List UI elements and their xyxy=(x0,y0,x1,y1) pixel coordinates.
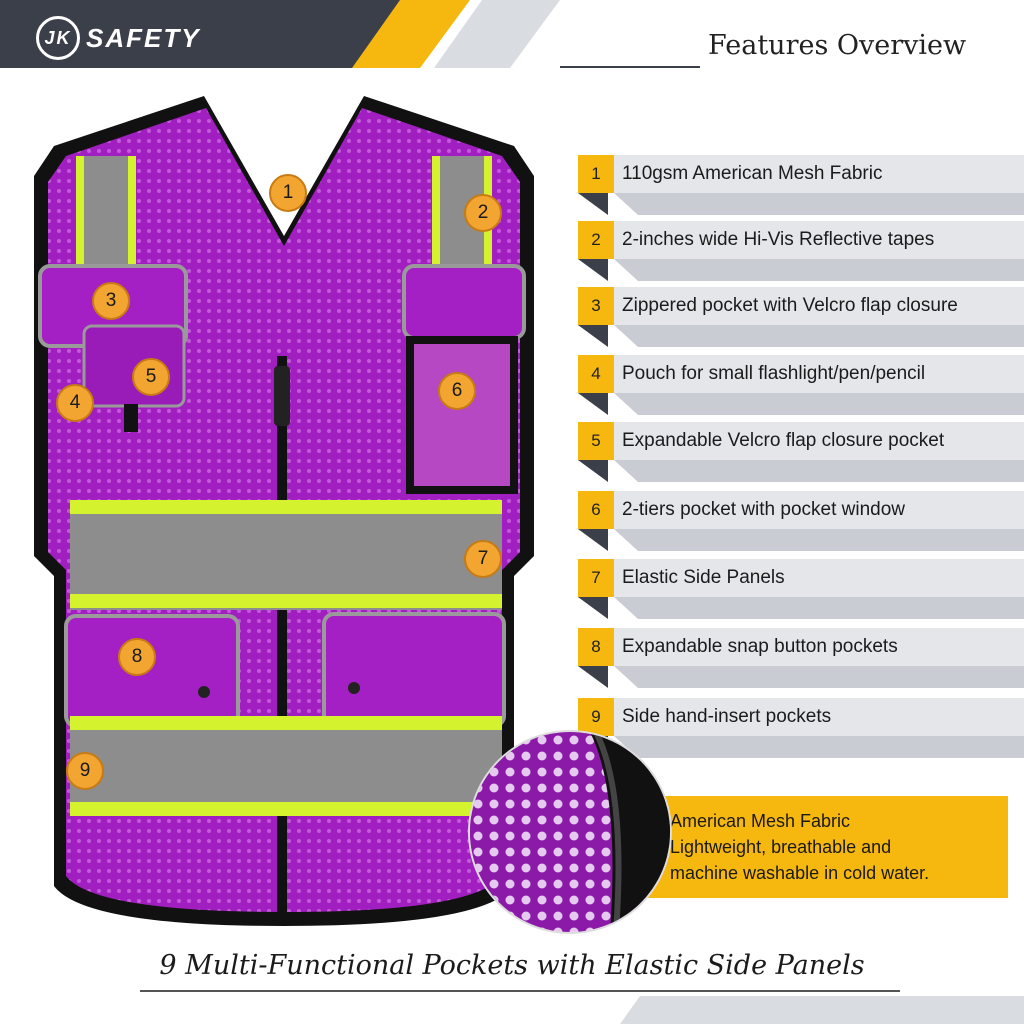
feature-bar xyxy=(614,287,1024,325)
mesh-note-line: machine washable in cold water. xyxy=(670,863,930,883)
feature-bar xyxy=(614,559,1024,597)
feature-bar xyxy=(614,155,1024,193)
feature-shadow xyxy=(578,666,1024,688)
feature-text: Elastic Side Panels xyxy=(622,567,785,588)
header-banner xyxy=(0,0,560,68)
callout-badge: 2 xyxy=(464,194,502,232)
feature-row: 3 Zippered pocket with Velcro flap closu… xyxy=(578,287,1024,347)
brand-logo: JK SAFETY xyxy=(36,16,201,60)
feature-number: 8 xyxy=(578,628,614,666)
callout-badge: 4 xyxy=(56,384,94,422)
feature-number: 3 xyxy=(578,287,614,325)
feature-text: 110gsm American Mesh Fabric xyxy=(622,163,883,184)
feature-bar xyxy=(614,422,1024,460)
feature-shadow xyxy=(578,259,1024,281)
feature-row: 6 2-tiers pocket with pocket window xyxy=(578,491,1024,551)
header-underline xyxy=(560,66,700,68)
feature-shadow xyxy=(578,460,1024,482)
feature-shadow xyxy=(578,325,1024,347)
feature-text: Pouch for small flashlight/pen/pencil xyxy=(622,363,926,384)
feature-bar xyxy=(614,355,1024,393)
caption-underline xyxy=(140,990,900,992)
feature-shadow xyxy=(578,529,1024,551)
feature-shadow xyxy=(578,193,1024,215)
callout-badge: 1 xyxy=(269,174,307,212)
feature-text: Expandable snap button pockets xyxy=(622,636,898,657)
feature-text: Side hand-insert pockets xyxy=(622,706,832,727)
feature-row: 5 Expandable Velcro flap closure pocket xyxy=(578,422,1024,482)
bottom-stripe xyxy=(620,996,1024,1024)
feature-number: 2 xyxy=(578,221,614,259)
feature-shadow xyxy=(578,597,1024,619)
feature-text: Expandable Velcro flap closure pocket xyxy=(622,430,945,451)
mesh-closeup-image xyxy=(470,732,670,932)
feature-row: 7 Elastic Side Panels xyxy=(578,559,1024,619)
feature-row: 8 Expandable snap button pockets xyxy=(578,628,1024,688)
callout-badge: 7 xyxy=(464,540,502,578)
callout-badge: 8 xyxy=(118,638,156,676)
mesh-note-line: Lightweight, breathable and xyxy=(670,837,892,857)
feature-number: 6 xyxy=(578,491,614,529)
feature-bar xyxy=(614,628,1024,666)
feature-row: 4 Pouch for small flashlight/pen/pencil xyxy=(578,355,1024,415)
feature-number: 5 xyxy=(578,422,614,460)
feature-text: 2-tiers pocket with pocket window xyxy=(622,499,906,520)
feature-bar xyxy=(614,221,1024,259)
feature-number: 1 xyxy=(578,155,614,193)
callout-badge: 9 xyxy=(66,752,104,790)
feature-number: 7 xyxy=(578,559,614,597)
feature-bar xyxy=(614,698,1024,736)
callout-badge: 5 xyxy=(132,358,170,396)
callout-badge: 3 xyxy=(92,282,130,320)
feature-shadow xyxy=(578,736,1024,758)
mesh-note-line: American Mesh Fabric xyxy=(670,811,851,831)
feature-row: 1 110gsm American Mesh Fabric xyxy=(578,155,1024,215)
feature-text: Zippered pocket with Velcro flap closure xyxy=(622,295,958,316)
feature-row: 2 2-inches wide Hi-Vis Reflective tapes xyxy=(578,221,1024,281)
feature-row: 9 Side hand-insert pockets xyxy=(578,698,1024,758)
feature-text: 2-inches wide Hi-Vis Reflective tapes xyxy=(622,229,935,250)
feature-number: 9 xyxy=(578,698,614,736)
feature-bar xyxy=(614,491,1024,529)
brand-name: SAFETY xyxy=(86,22,201,53)
brand-mark: JK xyxy=(36,16,80,60)
callout-badge: 6 xyxy=(438,372,476,410)
feature-number: 4 xyxy=(578,355,614,393)
bottom-caption: 9 Multi-Functional Pockets with Elastic … xyxy=(159,950,865,981)
features-overview-title: Features Overview xyxy=(708,30,967,61)
feature-shadow xyxy=(578,393,1024,415)
